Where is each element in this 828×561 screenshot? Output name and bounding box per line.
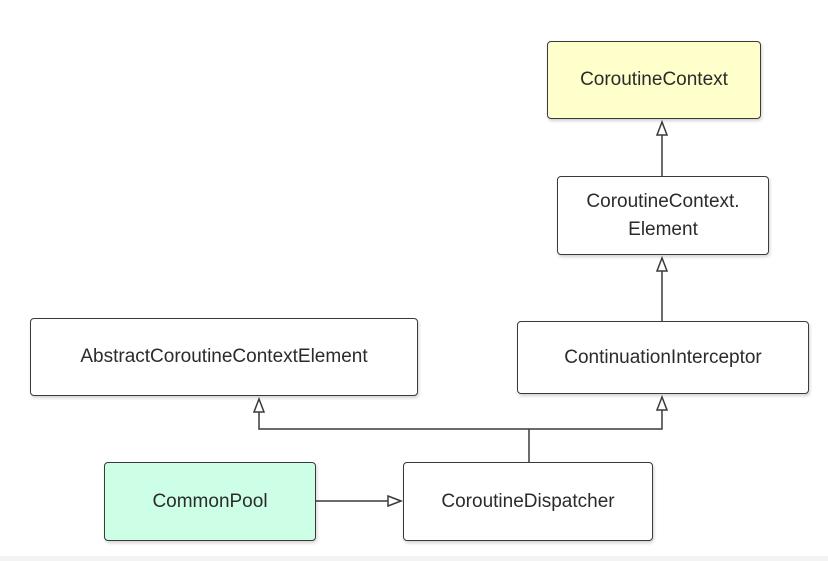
bottom-strip (0, 556, 828, 561)
node-common-pool[interactable]: CommonPool (104, 462, 316, 541)
node-abstract-coroutine-context-element[interactable]: AbstractCoroutineContextElement (30, 318, 418, 396)
node-label-line-1: CoroutineContext. (586, 190, 740, 212)
arrowhead-abstract (252, 396, 266, 413)
node-coroutine-context[interactable]: CoroutineContext (547, 41, 761, 119)
node-coroutine-context-element[interactable]: CoroutineContext. Element (557, 176, 769, 255)
edge-dispatcher-to-abstract (258, 412, 529, 430)
arrowhead-dispatcher (387, 494, 404, 508)
node-label: CommonPool (152, 490, 268, 512)
node-label-line-2: Element (628, 218, 698, 240)
edge-dispatcher-to-interceptor (529, 410, 663, 430)
node-continuation-interceptor[interactable]: ContinuationInterceptor (517, 321, 809, 394)
node-label: AbstractCoroutineContextElement (80, 346, 368, 367)
arrowhead-interceptor (655, 394, 669, 411)
node-label: CoroutineContext (580, 69, 728, 90)
arrowhead-coroutine-context (655, 119, 669, 136)
node-label: CoroutineDispatcher (441, 490, 615, 512)
node-label: ContinuationInterceptor (564, 346, 762, 368)
node-coroutine-dispatcher[interactable]: CoroutineDispatcher (403, 462, 653, 541)
arrowhead-element (655, 255, 669, 272)
